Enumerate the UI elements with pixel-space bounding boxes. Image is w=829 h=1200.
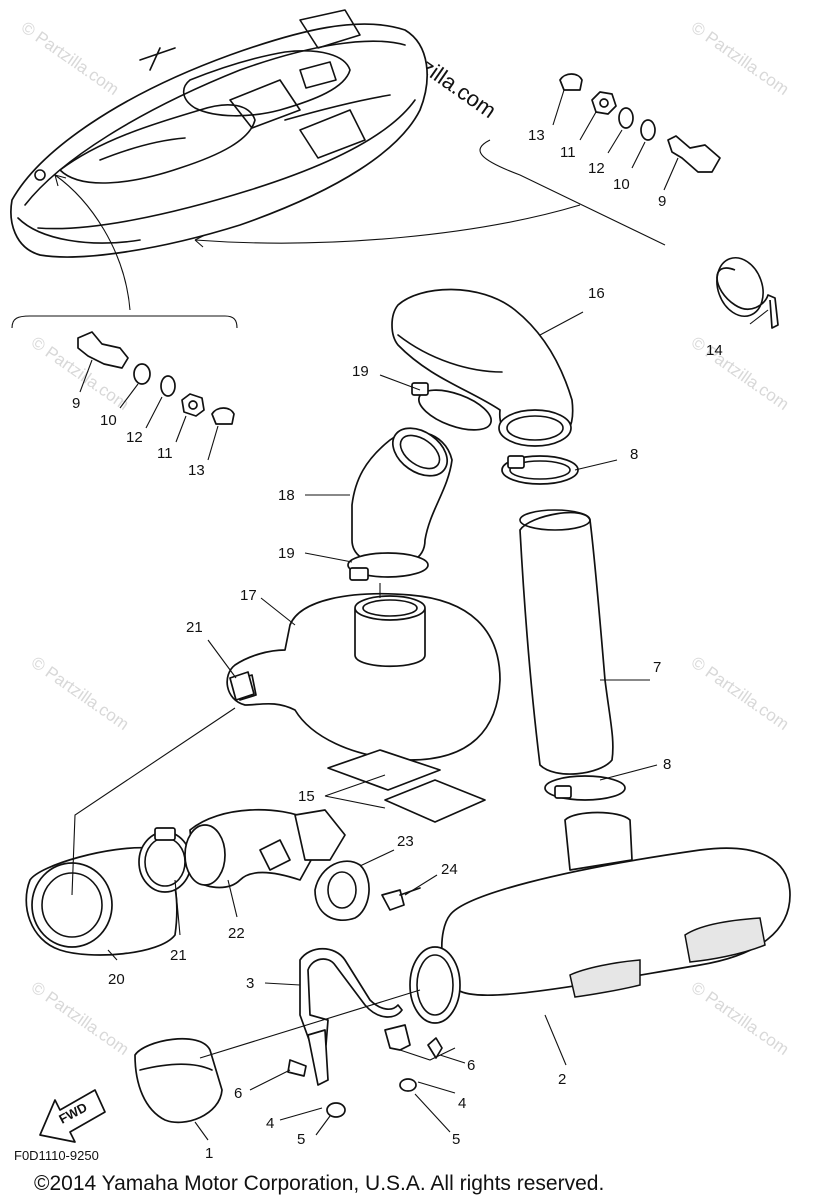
callout-11: 11 (157, 445, 173, 462)
hardware-right (559, 73, 721, 173)
diagram-code: F0D1110-9250 (14, 1148, 99, 1163)
callout-8: 8 (630, 446, 638, 463)
hardware-bottom (287, 1024, 443, 1118)
callout-13: 13 (188, 462, 205, 479)
part-1-protector (134, 1037, 223, 1124)
callout-10: 10 (100, 412, 117, 429)
callout-6: 6 (234, 1085, 242, 1102)
part-16-elbow (391, 288, 574, 447)
part-14-clamp (716, 257, 779, 329)
callout-labels: 13 11 12 10 9 9 10 12 11 13 16 14 19 8 1… (72, 127, 723, 1162)
watermark: © Partzilla.com (28, 978, 133, 1059)
leader-lines (79, 89, 769, 1141)
callout-19: 19 (352, 363, 369, 380)
callout-22: 22 (228, 925, 245, 942)
callout-21: 21 (186, 619, 203, 636)
callout-5: 5 (297, 1131, 305, 1148)
part-24-bolt (381, 887, 421, 911)
callout-20: 20 (108, 971, 125, 988)
part-21-clamp-upper (229, 671, 255, 701)
part-2-muffler (409, 811, 791, 1024)
hardware-left (77, 331, 235, 425)
part-17-chamber (226, 592, 501, 761)
callout-21: 21 (170, 947, 187, 964)
callout-4: 4 (266, 1115, 274, 1132)
part-19-clamp-lower (347, 552, 429, 581)
watermark: © Partzilla.com (688, 333, 793, 414)
callout-17: 17 (240, 587, 257, 604)
part-8-clamp-lower (544, 775, 626, 801)
callout-7: 7 (653, 659, 661, 676)
callout-16: 16 (588, 285, 605, 302)
callout-3: 3 (246, 975, 254, 992)
callout-5: 5 (452, 1131, 460, 1148)
part-3-strap (299, 947, 403, 1049)
part-19-clamp-upper (411, 382, 492, 431)
callout-19: 19 (278, 545, 295, 562)
callout-11: 11 (560, 144, 576, 161)
fwd-arrow-icon: FWD (39, 1089, 106, 1143)
callout-15: 15 (298, 788, 315, 805)
part-7-hose (519, 509, 614, 775)
watermark: © Partzilla.com (688, 653, 793, 734)
part-23-gasket (314, 860, 370, 922)
part-8-clamp-upper (501, 455, 579, 485)
callout-18: 18 (278, 487, 295, 504)
callout-1: 1 (205, 1145, 213, 1162)
callout-23: 23 (397, 833, 414, 850)
part-20-outlet (25, 846, 178, 956)
watermark: © Partzilla.com (18, 18, 123, 99)
callout-2: 2 (558, 1071, 566, 1088)
watermark: © Partzilla.com (28, 653, 133, 734)
copyright-text: ©2014 Yamaha Motor Corporation, U.S.A. A… (34, 1172, 604, 1195)
watermark: © Partzilla.com (688, 18, 793, 99)
callout-8: 8 (663, 756, 671, 773)
part-15-pads (327, 749, 486, 823)
part-22-elbow (184, 808, 346, 889)
callout-12: 12 (588, 160, 605, 177)
callout-24: 24 (441, 861, 458, 878)
callout-12: 12 (126, 429, 143, 446)
reference-lines (11, 139, 666, 329)
callout-14: 14 (706, 342, 723, 359)
callout-9: 9 (72, 395, 80, 412)
callout-13: 13 (528, 127, 545, 144)
callout-9: 9 (658, 193, 666, 210)
watercraft-illustration (10, 9, 428, 258)
part-18-elbow (351, 427, 453, 567)
callout-10: 10 (613, 176, 630, 193)
callout-6: 6 (467, 1057, 475, 1074)
callout-4: 4 (458, 1095, 466, 1112)
watermark: © Partzilla.com (688, 978, 793, 1059)
assembly-lines (71, 583, 456, 1061)
part-21-clamp-lower (138, 827, 192, 893)
